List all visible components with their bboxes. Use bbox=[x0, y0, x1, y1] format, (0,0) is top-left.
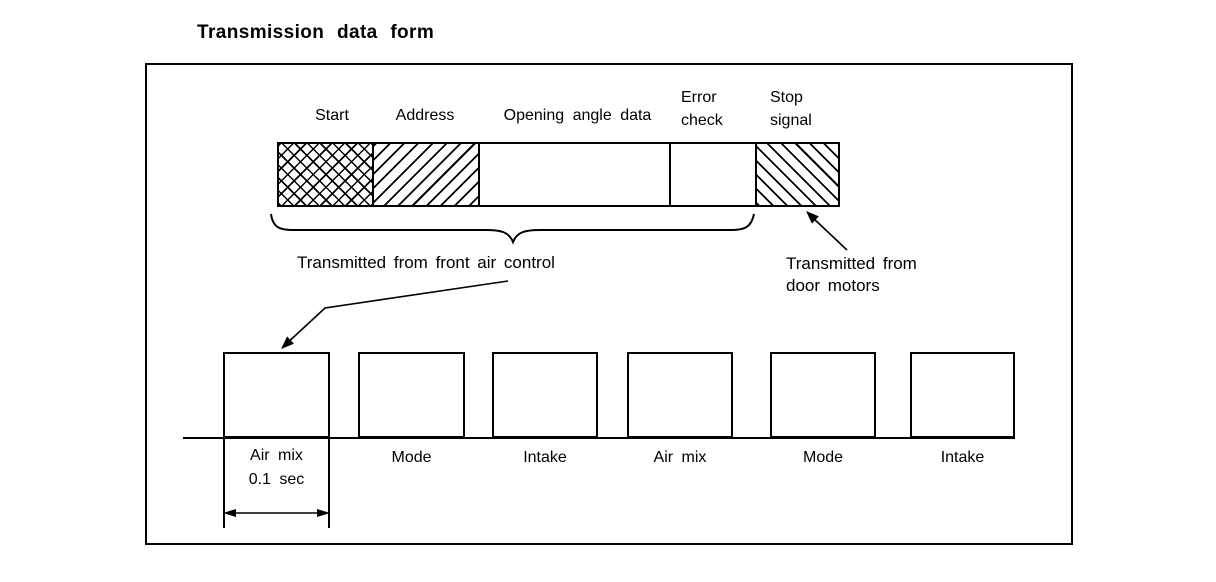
pulse-duration-label: 0.1 sec bbox=[248, 471, 305, 488]
pulse-label-air-mix-1: Air mix bbox=[250, 447, 303, 464]
front-air-control-arrow bbox=[281, 280, 509, 349]
pulse-label-mode-1: Mode bbox=[391, 449, 432, 466]
door-motors-caption-line2: door motors bbox=[786, 276, 880, 295]
segment-address bbox=[372, 142, 480, 207]
door-motors-caption: Transmitted from door motors bbox=[786, 253, 917, 297]
segment-label-stop-signal: Stop signal bbox=[770, 89, 812, 129]
pulse-box-5 bbox=[770, 352, 876, 438]
pulse-label-mode-2: Mode bbox=[802, 449, 844, 466]
segment-label-error-check: Error check bbox=[681, 89, 723, 129]
segment-opening-angle-data bbox=[478, 142, 671, 207]
duration-double-arrow bbox=[223, 509, 330, 517]
segment-label-address: Address bbox=[395, 107, 455, 124]
pulse-box-1 bbox=[223, 352, 330, 438]
pulse-box-6 bbox=[910, 352, 1015, 438]
segment-label-opening-angle-data: Opening angle data bbox=[503, 107, 652, 124]
pulse-box-4 bbox=[627, 352, 733, 438]
pulse-label-intake-1: Intake bbox=[523, 449, 567, 466]
duration-extension-line-right bbox=[328, 438, 330, 528]
pulse-baseline bbox=[183, 437, 1015, 439]
duration-extension-line-left bbox=[223, 438, 225, 528]
segment-label-start: Start bbox=[315, 107, 349, 124]
pulse-label-air-mix-2: Air mix bbox=[653, 449, 707, 466]
diagram-title: Transmission data form bbox=[197, 22, 435, 43]
pulse-label-intake-2: Intake bbox=[940, 449, 985, 466]
segment-start bbox=[277, 142, 374, 207]
pulse-box-3 bbox=[492, 352, 598, 438]
segment-error-check bbox=[669, 142, 757, 207]
front-air-control-caption: Transmitted from front air control bbox=[297, 253, 555, 272]
door-motors-caption-line1: Transmitted from bbox=[786, 254, 917, 273]
segment-stop-signal bbox=[755, 142, 840, 207]
door-motors-arrow bbox=[806, 211, 848, 251]
brace-under-bar bbox=[270, 213, 755, 245]
pulse-box-2 bbox=[358, 352, 465, 438]
